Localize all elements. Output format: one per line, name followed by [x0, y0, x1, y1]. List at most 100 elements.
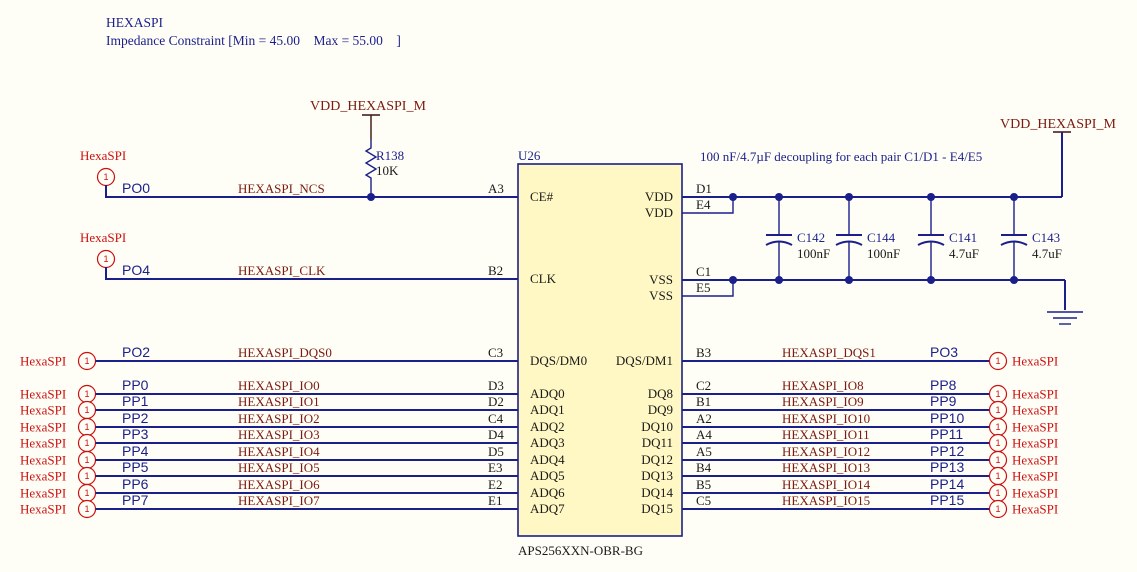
- net-name: HEXASPI_IO0: [238, 378, 320, 393]
- pin-number: B3: [696, 345, 711, 360]
- connector-pp11[interactable]: 1: [988, 433, 1008, 453]
- connector-pp1[interactable]: 1: [77, 400, 97, 420]
- chip-body[interactable]: [517, 163, 683, 537]
- resistor-r138-body[interactable]: [364, 140, 378, 196]
- ground-symbol: [1047, 311, 1083, 325]
- connector-label: HexaSPI: [20, 453, 66, 468]
- pin-number: C2: [696, 378, 711, 393]
- pin-number: C5: [696, 493, 711, 508]
- pin-number: B5: [696, 477, 711, 492]
- connector-pp9-number: 1: [995, 405, 1000, 415]
- connector-po3[interactable]: 1: [988, 351, 1008, 371]
- capacitor-plate-bottom: [765, 240, 793, 246]
- capacitor-junction-top: [927, 193, 935, 201]
- connector-pp10[interactable]: 1: [988, 417, 1008, 437]
- connector-pp3-number: 1: [84, 438, 89, 448]
- capacitor-value: 4.7uF: [1032, 246, 1062, 261]
- net-name: HEXASPI_IO12: [782, 444, 870, 459]
- connector-po4[interactable]: 1: [96, 249, 116, 269]
- connector-label: HexaSPI: [1012, 403, 1058, 418]
- connector-pp10-number: 1: [995, 422, 1000, 432]
- connector-label: HexaSPI: [20, 486, 66, 501]
- pin-label: DQ13: [641, 468, 673, 483]
- connector-pp3[interactable]: 1: [77, 433, 97, 453]
- connector-po0[interactable]: 1: [96, 167, 116, 187]
- connector-pp5[interactable]: 1: [77, 466, 97, 486]
- connector-label: HexaSPI: [20, 436, 66, 451]
- vss-pin-e5-wire: [682, 280, 734, 297]
- capacitor-plate-bottom: [835, 240, 863, 246]
- connector-pp7-number: 1: [84, 504, 89, 514]
- net-name: HEXASPI_IO11: [782, 427, 870, 442]
- pin-label: DQS/DM1: [616, 353, 673, 368]
- net-wire: [105, 267, 518, 280]
- capacitor-junction-bottom: [775, 276, 783, 284]
- connector-pp9[interactable]: 1: [988, 400, 1008, 420]
- connector-label: HexaSPI: [1012, 420, 1058, 435]
- pin-label: CE#: [530, 189, 554, 204]
- connector-label: HexaSPI: [1012, 469, 1058, 484]
- connector-pp14[interactable]: 1: [988, 483, 1008, 503]
- capacitor-junction-top: [775, 193, 783, 201]
- net-name: HEXASPI_IO5: [238, 460, 320, 475]
- pin-number: E5: [696, 280, 710, 295]
- connector-pp0[interactable]: 1: [77, 384, 97, 404]
- net-name: HEXASPI_IO10: [782, 411, 870, 426]
- connector-pp4[interactable]: 1: [77, 450, 97, 470]
- connector-pp6[interactable]: 1: [77, 483, 97, 503]
- net-name: HEXASPI_IO2: [238, 411, 320, 426]
- connector-pp13[interactable]: 1: [988, 466, 1008, 486]
- schematic-title: HEXASPI: [106, 15, 164, 30]
- connector-pp7[interactable]: 1: [77, 499, 97, 519]
- pin-number: B1: [696, 394, 711, 409]
- connector-pp12[interactable]: 1: [988, 450, 1008, 470]
- pin-label: ADQ5: [530, 468, 565, 483]
- connector-po4-number: 1: [103, 254, 108, 264]
- connector-po2[interactable]: 1: [77, 351, 97, 371]
- connector-pp8[interactable]: 1: [988, 384, 1008, 404]
- connector-label: HexaSPI: [1012, 354, 1058, 369]
- pin-number: C3: [488, 345, 503, 360]
- connector-pp15[interactable]: 1: [988, 499, 1008, 519]
- connector-label: HexaSPI: [1012, 453, 1058, 468]
- pin-label: ADQ7: [530, 501, 565, 516]
- connector-pp4-number: 1: [84, 455, 89, 465]
- net-name: HEXASPI_NCS: [238, 181, 325, 196]
- pin-number: A5: [696, 444, 712, 459]
- connector-pp2[interactable]: 1: [77, 417, 97, 437]
- pin-number: B4: [696, 460, 712, 475]
- port-name: PP3: [122, 426, 149, 442]
- pin-label: ADQ0: [530, 386, 565, 401]
- chip-ref: U26: [518, 148, 541, 163]
- connector-pp1-number: 1: [84, 405, 89, 415]
- pin-number: C1: [696, 264, 711, 279]
